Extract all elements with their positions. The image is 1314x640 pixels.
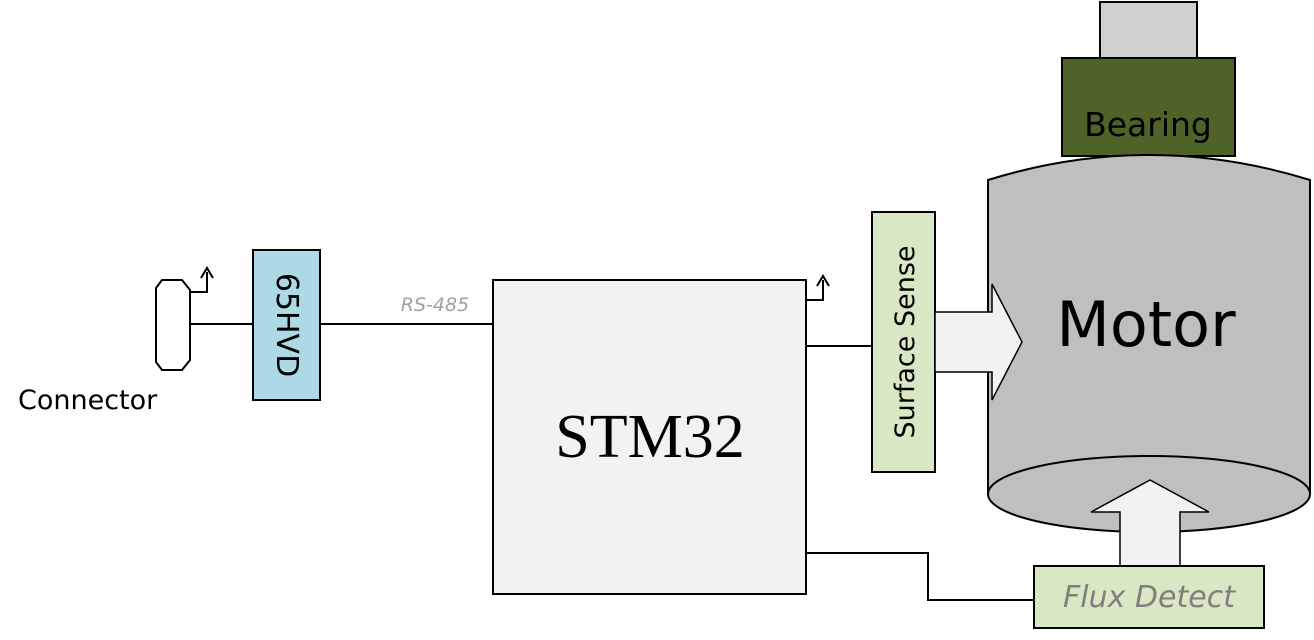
surface-sense-label: Surface Sense (890, 246, 921, 439)
flux-detect-box (1033, 565, 1265, 629)
transceiver-block: 65HVD (252, 249, 321, 401)
flux-detect-arrow (1090, 479, 1210, 567)
mcu-block: STM32 (492, 274, 830, 595)
connector-label: Connector (18, 385, 158, 416)
surface-sense-box (871, 211, 936, 473)
surface-sense-block: Surface Sense (871, 211, 936, 473)
connector-body (155, 279, 191, 371)
connector-arrow-head (200, 266, 214, 279)
wire-mcu-flux-detect (806, 552, 1034, 601)
flux-detect-block: Flux Detect (1033, 565, 1265, 629)
surface-sense-arrow (934, 283, 1023, 401)
motor-label: Motor (1056, 288, 1236, 361)
bearing-block (1061, 57, 1236, 157)
mcu-output-arrow (806, 280, 824, 301)
motor-shaft (1099, 1, 1198, 61)
rs485-label: RS-485 (401, 294, 469, 316)
connector-pin-arrow (190, 272, 208, 293)
motor-assembly: Bearing Motor (987, 1, 1311, 533)
bearing-label: Bearing (1084, 105, 1212, 144)
connector: Connector (18, 266, 214, 416)
flux-detect-label: Flux Detect (1063, 580, 1236, 615)
mcu-label: STM32 (555, 403, 744, 471)
mcu-box (492, 279, 807, 595)
mcu-output-arrow-head (816, 274, 830, 287)
transceiver-label: 65HVD (269, 273, 304, 377)
motor-body (987, 154, 1311, 493)
